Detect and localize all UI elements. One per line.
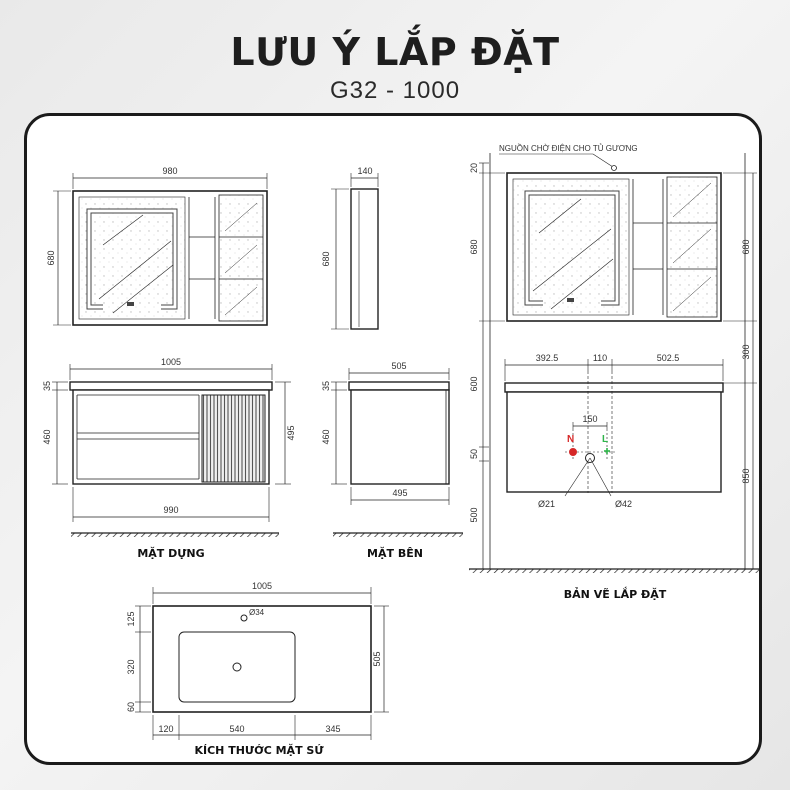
- dim-install-seg-mid: 110: [593, 353, 607, 363]
- dim-vanity-width-bottom: 990: [163, 505, 178, 515]
- dim-vanity-total-height: 495: [286, 425, 296, 440]
- caption-basin-size: KÍCH THƯỚC MẶT SỨ: [194, 743, 324, 757]
- dim-install-d21: Ø21: [538, 499, 555, 509]
- dim-vanity-width-top: 1005: [161, 357, 181, 367]
- caption-side-view: MẶT BÊN: [367, 546, 423, 560]
- dim-install-mirror-height: 680: [469, 239, 479, 254]
- front-view: [52, 173, 291, 537]
- dim-install-pipe-spacing: 150: [582, 414, 597, 424]
- dim-basin-540: 540: [229, 724, 244, 734]
- dim-basin-60: 60: [126, 702, 136, 712]
- basin-view: [135, 587, 389, 740]
- dim-install-50: 50: [469, 449, 479, 459]
- front-vanity: [69, 381, 273, 485]
- dim-side-width-bottom: 495: [392, 488, 407, 498]
- dim-basin-120: 120: [158, 724, 173, 734]
- dim-mirror-depth: 140: [357, 166, 372, 176]
- power-supply-note: NGUỒN CHỜ ĐIỆN CHO TỦ GƯƠNG: [499, 143, 638, 153]
- neutral-label: N: [567, 434, 574, 445]
- dim-install-seg-right: 502.5: [657, 353, 680, 363]
- side-view: [331, 173, 463, 537]
- dim-install-300: 300: [741, 344, 751, 359]
- technical-drawing: 980 680 1005 35 460 495 990 MẶT DỰNG 140…: [42, 143, 759, 757]
- dim-install-mirror-height-right: 680: [741, 239, 751, 254]
- front-mirror-cabinet: [72, 190, 268, 326]
- dim-mirror-width: 980: [162, 166, 177, 176]
- dim-side-top-thickness: 35: [321, 381, 331, 391]
- dim-basin-345: 345: [325, 724, 340, 734]
- dim-install-seg-left: 392.5: [536, 353, 559, 363]
- caption-install-drawing: BẢN VẼ LẮP ĐẶT: [564, 586, 667, 601]
- dim-side-width-top: 505: [391, 361, 406, 371]
- dim-basin-depth: 505: [372, 651, 382, 666]
- dim-vanity-body-height: 460: [42, 429, 52, 444]
- dim-vanity-top-thickness: 35: [42, 381, 52, 391]
- dim-basin-width: 1005: [252, 581, 272, 591]
- live-label: L: [602, 434, 608, 445]
- dim-mirror-height: 680: [46, 250, 56, 265]
- page-title: LƯU Ý LẮP ĐẶT: [230, 30, 560, 74]
- dim-side-body-height: 460: [321, 429, 331, 444]
- dim-basin-faucet-hole: Ø34: [249, 608, 265, 617]
- dim-side-mirror-height: 680: [321, 251, 331, 266]
- dim-basin-125: 125: [126, 611, 136, 626]
- dim-install-500: 500: [469, 507, 479, 522]
- dim-install-850: 850: [741, 468, 751, 483]
- dim-install-d42: Ø42: [615, 499, 632, 509]
- install-view: [469, 153, 759, 573]
- dim-install-600: 600: [469, 376, 479, 391]
- caption-front-view: MẶT DỰNG: [137, 546, 204, 560]
- model-code: G32 - 1000: [329, 77, 461, 104]
- dim-install-gap-top: 20: [469, 163, 479, 173]
- dim-basin-320: 320: [126, 659, 136, 674]
- drawing-panel: 980 680 1005 35 460 495 990 MẶT DỰNG 140…: [24, 113, 762, 765]
